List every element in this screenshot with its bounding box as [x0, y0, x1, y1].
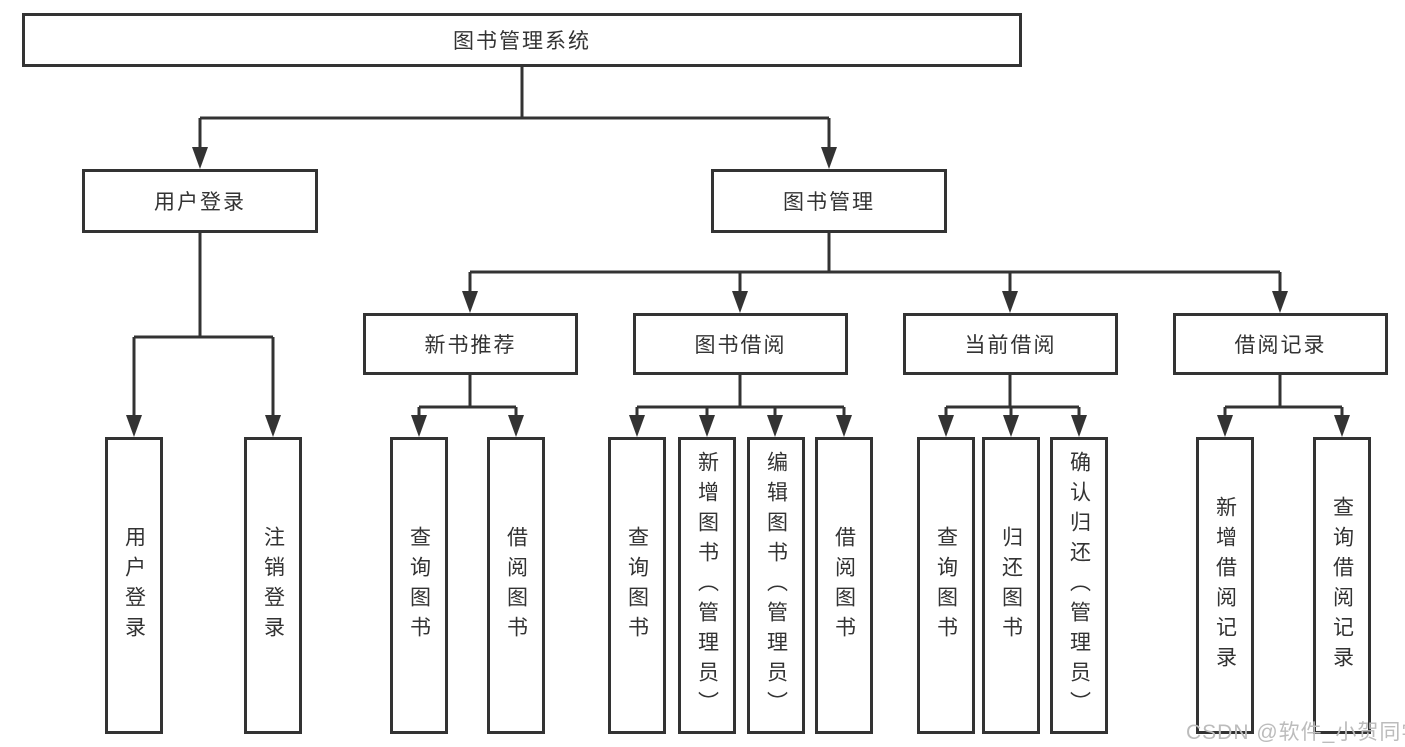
node-book-borrowing-label: 图书借阅 — [694, 334, 787, 357]
leaf-query-books-recommend-label: 查询图书 — [407, 525, 431, 646]
leaf-add-borrow-record-label: 新增借阅记录 — [1213, 495, 1237, 676]
node-book-management-system-label: 图书管理系统 — [453, 30, 591, 53]
leaf-query-books-current: 查询图书 — [917, 437, 975, 734]
connector-book-management-to-level2 — [462, 233, 1288, 313]
leaf-logout: 注销登录 — [244, 437, 302, 734]
leaf-confirm-return-admin-label: 确认归还（管理员） — [1067, 450, 1091, 721]
leaf-add-books-admin-label: 新增图书（管理员） — [695, 450, 719, 721]
leaf-edit-books-admin-label: 编辑图书（管理员） — [764, 450, 788, 721]
leaf-user-login-label: 用户登录 — [122, 525, 146, 646]
node-new-book-recommendation-label: 新书推荐 — [424, 334, 517, 357]
connector-current-borrowing-to-leaves — [938, 375, 1087, 437]
leaf-return-books-label: 归还图书 — [999, 525, 1023, 646]
connector-user-login-to-leaves — [126, 233, 281, 437]
leaf-user-login: 用户登录 — [105, 437, 163, 734]
connector-new-book-recommendation-to-leaves — [411, 375, 524, 437]
node-book-borrowing: 图书借阅 — [633, 313, 848, 375]
node-borrowing-records: 借阅记录 — [1173, 313, 1388, 375]
leaf-add-books-admin: 新增图书（管理员） — [678, 437, 736, 734]
node-book-management: 图书管理 — [711, 169, 947, 233]
node-current-borrowing: 当前借阅 — [903, 313, 1118, 375]
node-new-book-recommendation: 新书推荐 — [363, 313, 578, 375]
connector-book-borrowing-to-leaves — [629, 375, 852, 437]
node-book-management-label: 图书管理 — [783, 191, 875, 214]
connector-borrowing-records-to-leaves — [1217, 375, 1350, 437]
node-user-login-label: 用户登录 — [154, 191, 246, 214]
leaf-logout-label: 注销登录 — [261, 525, 285, 646]
node-user-login: 用户登录 — [82, 169, 318, 233]
leaf-confirm-return-admin: 确认归还（管理员） — [1050, 437, 1108, 734]
leaf-borrow-books-recommend: 借阅图书 — [487, 437, 545, 734]
leaf-query-books-borrowing: 查询图书 — [608, 437, 666, 734]
leaf-return-books: 归还图书 — [982, 437, 1040, 734]
node-current-borrowing-label: 当前借阅 — [964, 334, 1057, 357]
node-borrowing-records-label: 借阅记录 — [1234, 334, 1327, 357]
leaf-query-books-recommend: 查询图书 — [390, 437, 448, 734]
leaf-query-borrow-record-label: 查询借阅记录 — [1330, 495, 1354, 676]
leaf-query-borrow-record: 查询借阅记录 — [1313, 437, 1371, 734]
csdn-watermark: CSDN @软件_小贺同学 — [1186, 721, 1405, 744]
connector-root-to-level1 — [192, 67, 837, 169]
node-book-management-system: 图书管理系统 — [22, 13, 1022, 67]
leaf-query-books-borrowing-label: 查询图书 — [625, 525, 649, 646]
leaf-borrow-books-recommend-label: 借阅图书 — [504, 525, 528, 646]
leaf-borrow-books: 借阅图书 — [815, 437, 873, 734]
leaf-add-borrow-record: 新增借阅记录 — [1196, 437, 1254, 734]
leaf-borrow-books-label: 借阅图书 — [832, 525, 856, 646]
leaf-edit-books-admin: 编辑图书（管理员） — [747, 437, 805, 734]
leaf-query-books-current-label: 查询图书 — [934, 525, 958, 646]
